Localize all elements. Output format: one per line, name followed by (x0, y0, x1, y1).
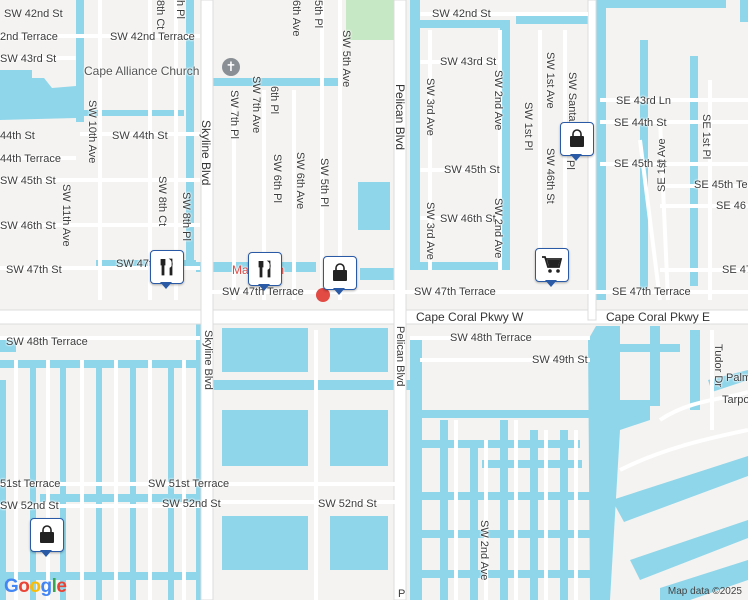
park-area (346, 0, 396, 40)
street-label: SW 46th St (544, 148, 556, 204)
map-attribution[interactable]: Map data ©2025 (667, 586, 742, 597)
street-label: SW 10th Ave (86, 100, 98, 164)
church-label[interactable]: Cape Alliance Church (84, 64, 200, 78)
major-road-label: Pelican Blvd (393, 84, 407, 151)
street-label: SW 48th Terrace (450, 332, 532, 344)
street-label: SE 47 (722, 264, 748, 276)
street-label: SW 2nd Ave (478, 520, 490, 581)
street-label: SW 42nd St (4, 8, 63, 20)
major-road-label: Cape Coral Pkwy W (416, 310, 524, 324)
street-label: SW Santa (566, 72, 578, 122)
street-label: SW 5th Ave (340, 30, 352, 88)
street-label: SW 1st Ave (544, 52, 556, 109)
major-road-label: Cape Coral Pkwy E (606, 310, 711, 324)
street-label: SW 8th Ct (156, 176, 168, 227)
street-label: SW 52nd St (318, 498, 377, 510)
street-label: 5th Pl (312, 0, 324, 29)
street-label: SW 42nd Terrace (110, 31, 195, 43)
street-label: SW 51st Terrace (148, 478, 230, 490)
street-label: SE 1st Ave (656, 138, 668, 192)
street-label: SW 47th St (6, 264, 62, 276)
street-label: SE 45th Terra (694, 179, 748, 191)
major-road-label: Skyline Blvd (202, 330, 214, 390)
street-label: SW 52nd St (162, 498, 221, 510)
street-label: 2nd Terrace (0, 31, 58, 43)
fork-knife-icon (160, 258, 173, 276)
street-label: SW 2nd Ave (492, 198, 504, 259)
restaurant-pin[interactable] (248, 252, 282, 296)
shopping-bag-icon (40, 525, 54, 543)
dentist-icon[interactable] (316, 288, 330, 302)
street-label: SW 47t (116, 258, 153, 270)
street-label: SW 47th Terrace (414, 286, 496, 298)
street-label: 6th Ave (290, 0, 302, 37)
shopping-cart-icon (542, 256, 563, 273)
shopping-bag-icon (570, 129, 584, 147)
street-label: SW 11th Ave (60, 184, 72, 247)
street-label: 8th Ct (154, 0, 166, 30)
street-label: 44th Terrace (0, 153, 61, 165)
street-label: SE 1st Pl (700, 114, 712, 160)
street-label: Tarpo (722, 394, 748, 406)
street-label: h Pl (174, 0, 186, 19)
street-label: SW 45th St (0, 175, 56, 187)
street-label: SW 43rd St (440, 56, 497, 68)
street-label: SW 1st Pl (522, 102, 534, 151)
street-label: SW 46th St (440, 213, 496, 225)
restaurant-pin[interactable] (150, 250, 184, 294)
street-label: SW 5th Pl (318, 158, 330, 207)
street-label: SW 44th St (112, 130, 168, 142)
google-logo[interactable]: Google (4, 576, 67, 597)
street-label: SE 45th St (614, 158, 667, 170)
street-label: 51st Terrace (0, 478, 61, 490)
street-label: SW 8th Pl (180, 192, 192, 241)
major-road-label: Pelican Blvd (394, 326, 406, 387)
street-label: Tudor Dr (712, 344, 724, 387)
street-label: P (398, 588, 406, 600)
street-label: 6th Pl (268, 86, 280, 115)
street-label: SW 3rd Ave (424, 202, 436, 260)
street-label: SE 47th Terrace (612, 286, 691, 298)
street-label: SE 43rd Ln (616, 95, 672, 107)
street-label: SE 44th St (614, 117, 667, 129)
street-label: SW 2nd Ave (492, 70, 504, 131)
shopping-cart-pin[interactable] (535, 248, 569, 292)
street-label: SW 45th St (444, 164, 500, 176)
street-label: SW 52nd St (0, 500, 59, 512)
street-label: 44th St (0, 130, 35, 142)
street-label: SW 42nd St (432, 8, 491, 20)
major-road-label: Skyline Blvd (199, 120, 213, 186)
street-label: SW 47th Terrace (222, 286, 304, 298)
street-label: SW 43rd St (0, 53, 57, 65)
street-label: SW 49th St (532, 354, 588, 366)
fork-knife-icon (258, 260, 271, 278)
street-label: SE 46 (716, 200, 746, 212)
street-label: SW 3rd Ave (424, 78, 436, 136)
street-label: SW 7th Ave (250, 76, 262, 134)
street-label: SW 6th Ave (294, 152, 306, 210)
street-label: Palm (726, 372, 748, 384)
church-icon[interactable]: ✝ (222, 58, 240, 76)
street-label: SW 6th Pl (271, 154, 283, 203)
shopping-bag-pin[interactable] (560, 122, 594, 166)
street-label: SW 7th Pl (228, 90, 240, 139)
shopping-bag-icon (333, 263, 347, 281)
street-label: SW 46th St (0, 220, 56, 232)
street-label: SW 48th Terrace (6, 336, 88, 348)
shopping-bag-pin[interactable] (323, 256, 357, 300)
shopping-bag-pin[interactable] (30, 518, 64, 562)
